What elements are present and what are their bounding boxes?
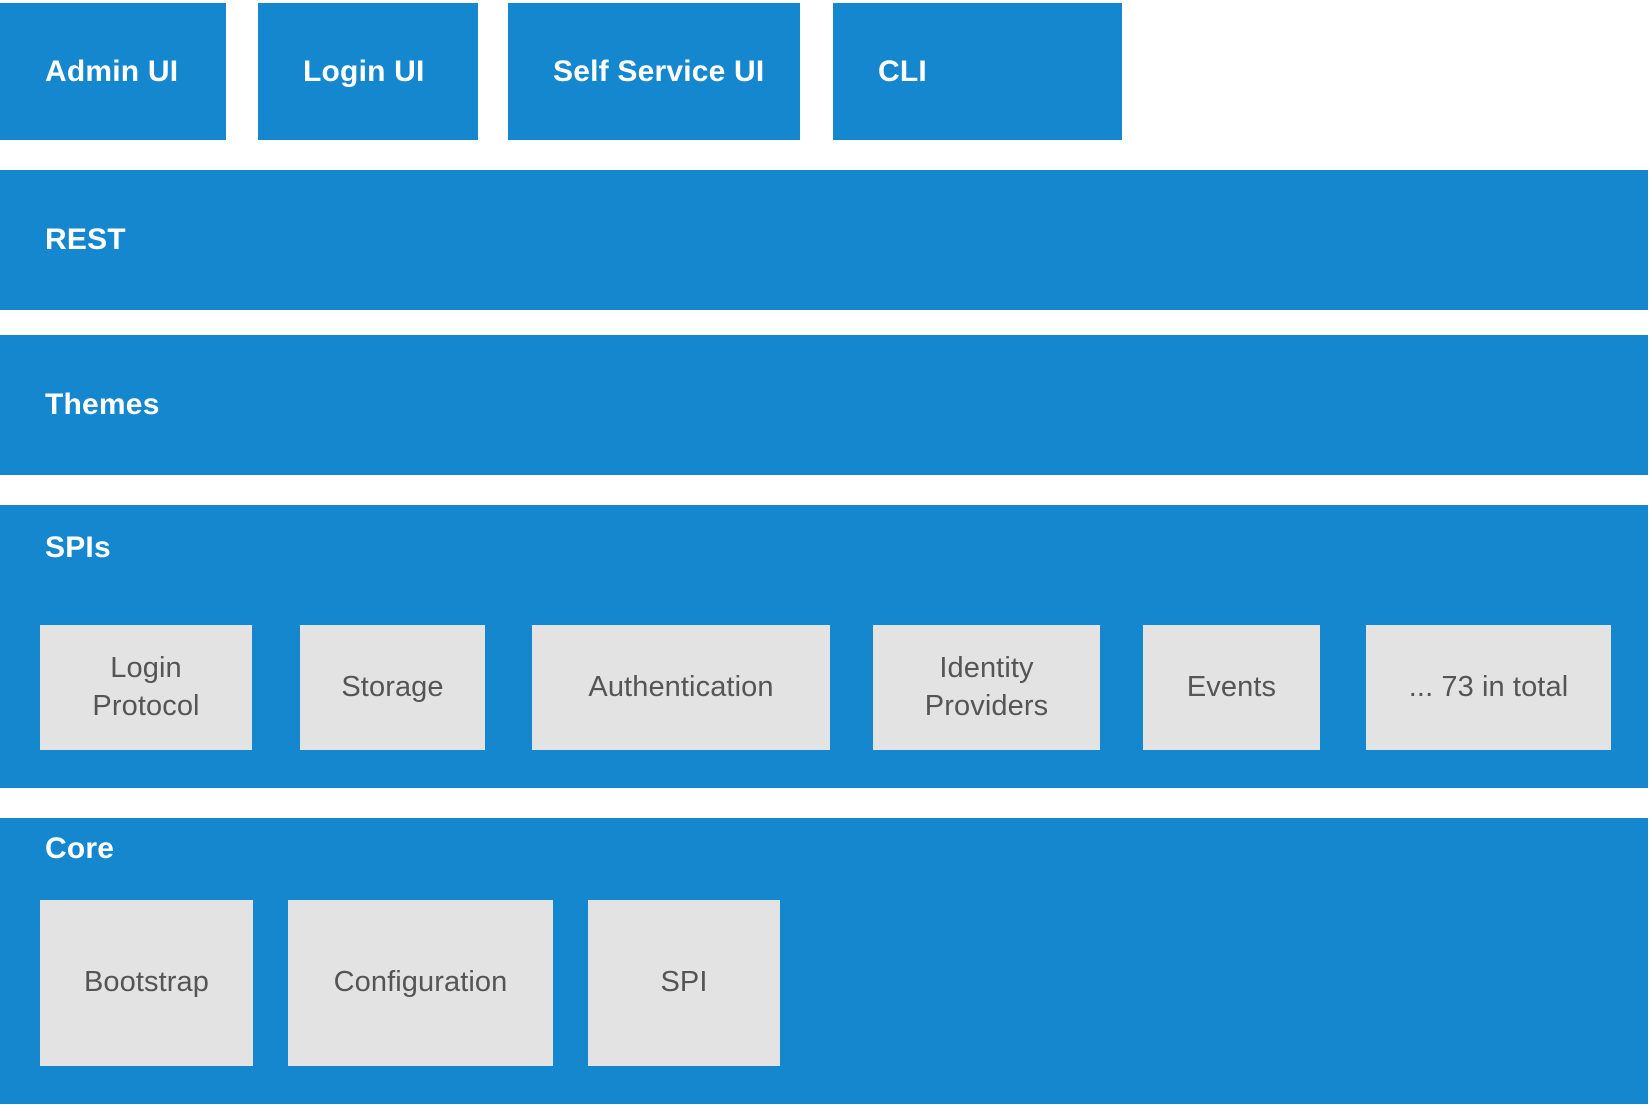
spi-box-label: Authentication <box>588 670 774 703</box>
spi-box-identity-providers[interactable]: Identity Providers <box>873 625 1100 750</box>
client-box-login-ui[interactable]: Login UI <box>258 3 478 140</box>
client-box-label: Self Service UI <box>553 54 765 88</box>
layer-band-core[interactable]: Core Bootstrap Configuration SPI <box>0 818 1648 1104</box>
core-box-label: SPI <box>660 966 708 999</box>
core-box-label: Bootstrap <box>83 966 210 999</box>
spi-box-label: Login Protocol <box>92 652 200 722</box>
client-box-label: Login UI <box>303 54 425 88</box>
client-box-admin-ui[interactable]: Admin UI <box>0 3 226 140</box>
core-box-configuration[interactable]: Configuration <box>288 900 553 1066</box>
core-box-bootstrap[interactable]: Bootstrap <box>40 900 253 1066</box>
client-box-cli[interactable]: CLI <box>833 3 1122 140</box>
core-box-spi[interactable]: SPI <box>588 900 780 1066</box>
layer-band-themes[interactable]: Themes <box>0 335 1648 475</box>
spi-box-label: Storage <box>341 670 444 703</box>
spi-box-label: ... 73 in total <box>1408 670 1569 703</box>
layer-band-spis[interactable]: SPIs Login Protocol Storage Authenticati… <box>0 505 1648 788</box>
layer-band-rest[interactable]: REST <box>0 170 1648 310</box>
layer-label-core: Core <box>45 832 115 865</box>
spi-box-authentication[interactable]: Authentication <box>532 625 830 750</box>
spi-box-events[interactable]: Events <box>1143 625 1320 750</box>
layer-label-rest: REST <box>45 223 126 256</box>
spi-box-login-protocol[interactable]: Login Protocol <box>40 625 252 750</box>
client-box-label: Admin UI <box>45 54 179 88</box>
spi-box-storage[interactable]: Storage <box>300 625 485 750</box>
layer-label-spis: SPIs <box>45 531 111 564</box>
layer-label-themes: Themes <box>45 388 160 421</box>
client-box-label: CLI <box>878 54 927 88</box>
spi-box-others-total[interactable]: ... 73 in total <box>1366 625 1611 750</box>
core-box-label: Configuration <box>333 966 508 999</box>
client-box-self-service-ui[interactable]: Self Service UI <box>508 3 800 140</box>
spi-box-label: Events <box>1186 670 1277 703</box>
spi-box-label: Identity Providers <box>924 652 1049 722</box>
